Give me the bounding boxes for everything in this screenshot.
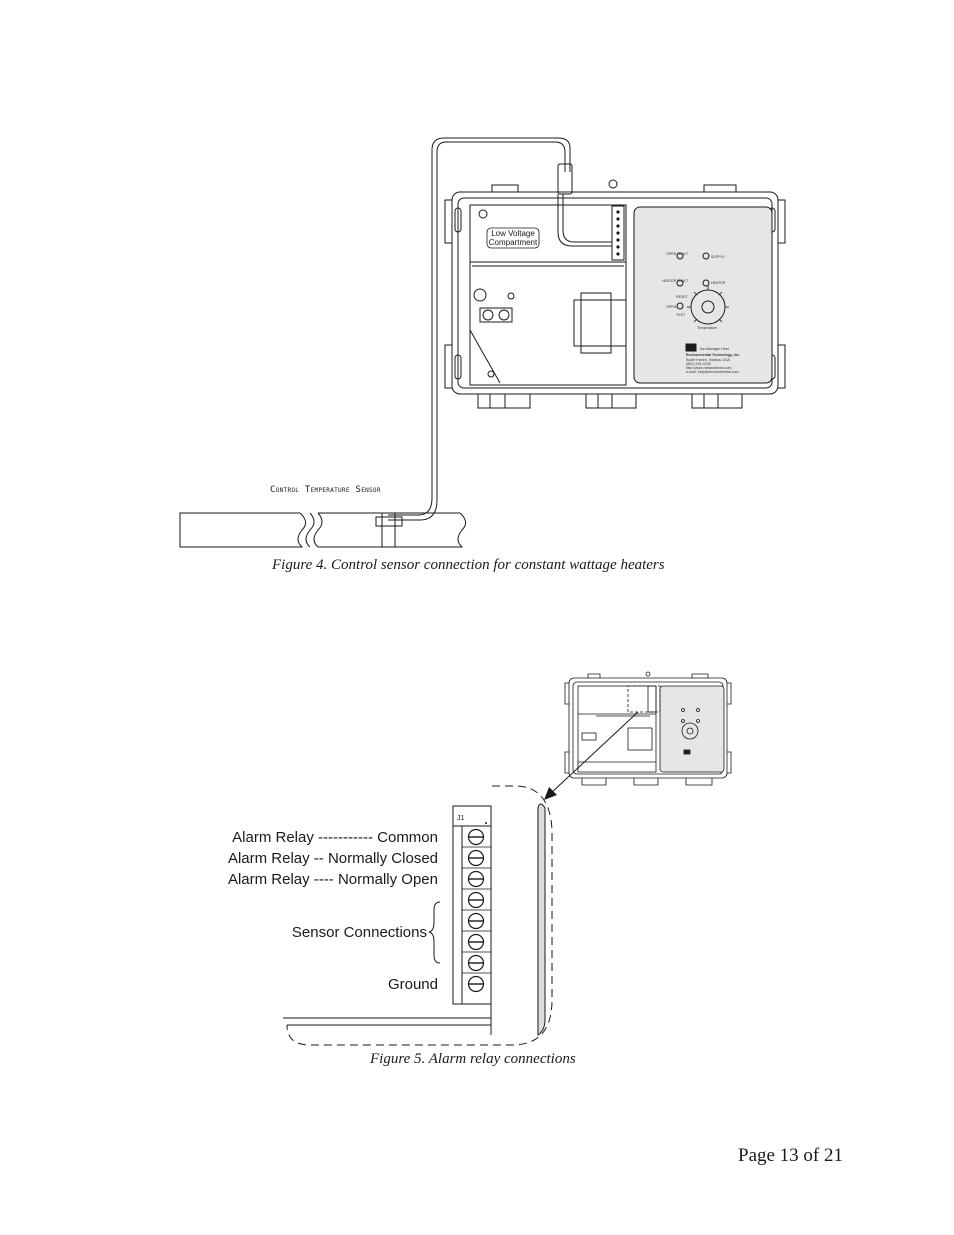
- panel-label-heater: HEATER: [711, 281, 726, 285]
- compartment-label-line1: Low Voltage: [491, 229, 535, 238]
- panel-label-open-fault: OPEN FAULT: [666, 252, 689, 256]
- compartment-label-line2: Compartment: [489, 238, 538, 247]
- sensor-label: Control Temperature Sensor: [270, 485, 381, 495]
- panel-label-supply: SUPPLY: [711, 255, 726, 259]
- panel-label-test: TEST: [676, 313, 686, 317]
- panel-brand-title: Ice-Manager Heat: [700, 347, 729, 351]
- panel-email: e-mail: help@environmental.com: [686, 370, 739, 374]
- panel-label-reset: RESET: [676, 295, 689, 299]
- panel-web: http://www.networkfixed.com: [686, 366, 732, 370]
- panel-address: South Haven, Indiana, USA: [686, 358, 731, 362]
- panel-phone: (800) 234-4239: [686, 362, 711, 366]
- figure-4-caption: Figure 4. Control sensor connection for …: [272, 557, 665, 573]
- figure-5-caption: Figure 5. Alarm relay connections: [370, 1051, 576, 1067]
- panel-label-temperature: Temperature: [697, 326, 717, 330]
- page-number: Page 13 of 21: [738, 1145, 844, 1166]
- panel-label-open: OPEN: [666, 305, 677, 309]
- panel-label-heater-fault: HEATER FAULT: [662, 279, 689, 283]
- panel-company: Environmental Technology, Inc.: [686, 353, 740, 357]
